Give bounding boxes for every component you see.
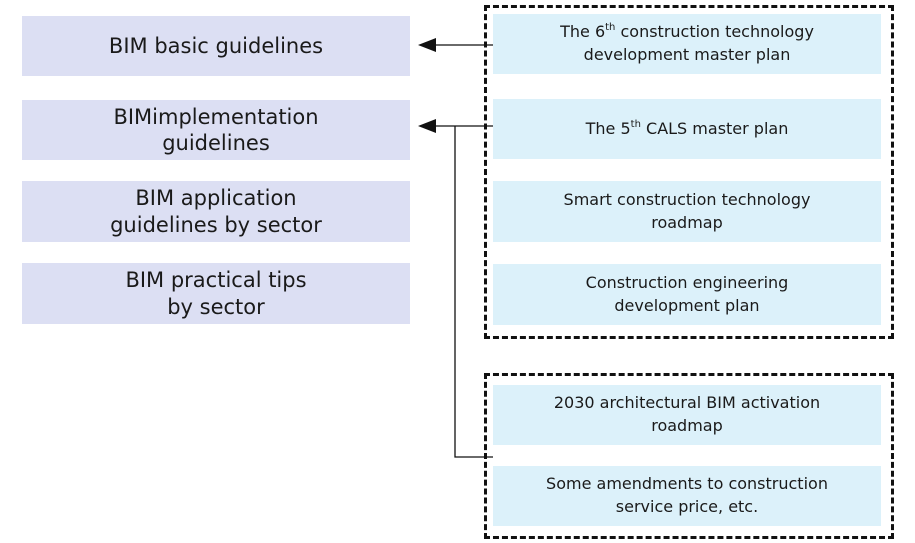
guideline-label: BIM application guidelines by sector [110,186,322,237]
plans-group-bottom-border [484,373,894,539]
guideline-box-application: BIM application guidelines by sector [22,181,410,242]
plan-box-construction-service-price: Some amendments to construction service … [493,466,881,526]
plan-box-5th-cals: The 5th CALS master plan [493,99,881,159]
plan-label-line2: roadmap [651,212,723,232]
plan-label-line2: development plan [614,295,760,315]
plan-label-line2: roadmap [651,416,723,435]
guideline-label: BIM basic guidelines [108,33,324,58]
plan-label-line1: The 5th CALS master plan [585,118,789,138]
plan-label-line1: Construction engineering [585,272,789,292]
guideline-box-practical-tips: BIM practical tips by sector [22,263,410,324]
plan-label-line1: Smart construction technology [563,189,811,209]
guideline-box-basic: BIM basic guidelines [22,16,410,76]
plan-label-line1: Some amendments to construction [546,474,828,494]
plan-box-construction-engineering: Construction engineering development pla… [493,264,881,325]
plans-group-top-border [484,5,894,339]
plan-box-smart-construction-roadmap: Smart construction technology roadmap [493,181,881,242]
plan-label-line2: development master plan [583,45,791,64]
guideline-label: BIMimplementation guidelines [113,104,319,155]
connector-line-bottom-group [454,126,493,458]
arrowhead-implementation [418,119,436,133]
plan-box-2030-architectural-bim: 2030 architectural BIM activation roadma… [493,385,881,445]
plan-label-line2: service price, etc. [615,497,759,516]
plan-box-6th-construction-technology: The 6th construction technology developm… [493,14,881,74]
arrowhead-basic [418,38,436,52]
plan-label-line1: 2030 architectural BIM activation [553,393,821,413]
plan-label-line1: The 6th construction technology [560,22,814,42]
guideline-box-implementation: BIMimplementation guidelines [22,100,410,160]
guideline-label: BIM practical tips by sector [125,268,307,319]
